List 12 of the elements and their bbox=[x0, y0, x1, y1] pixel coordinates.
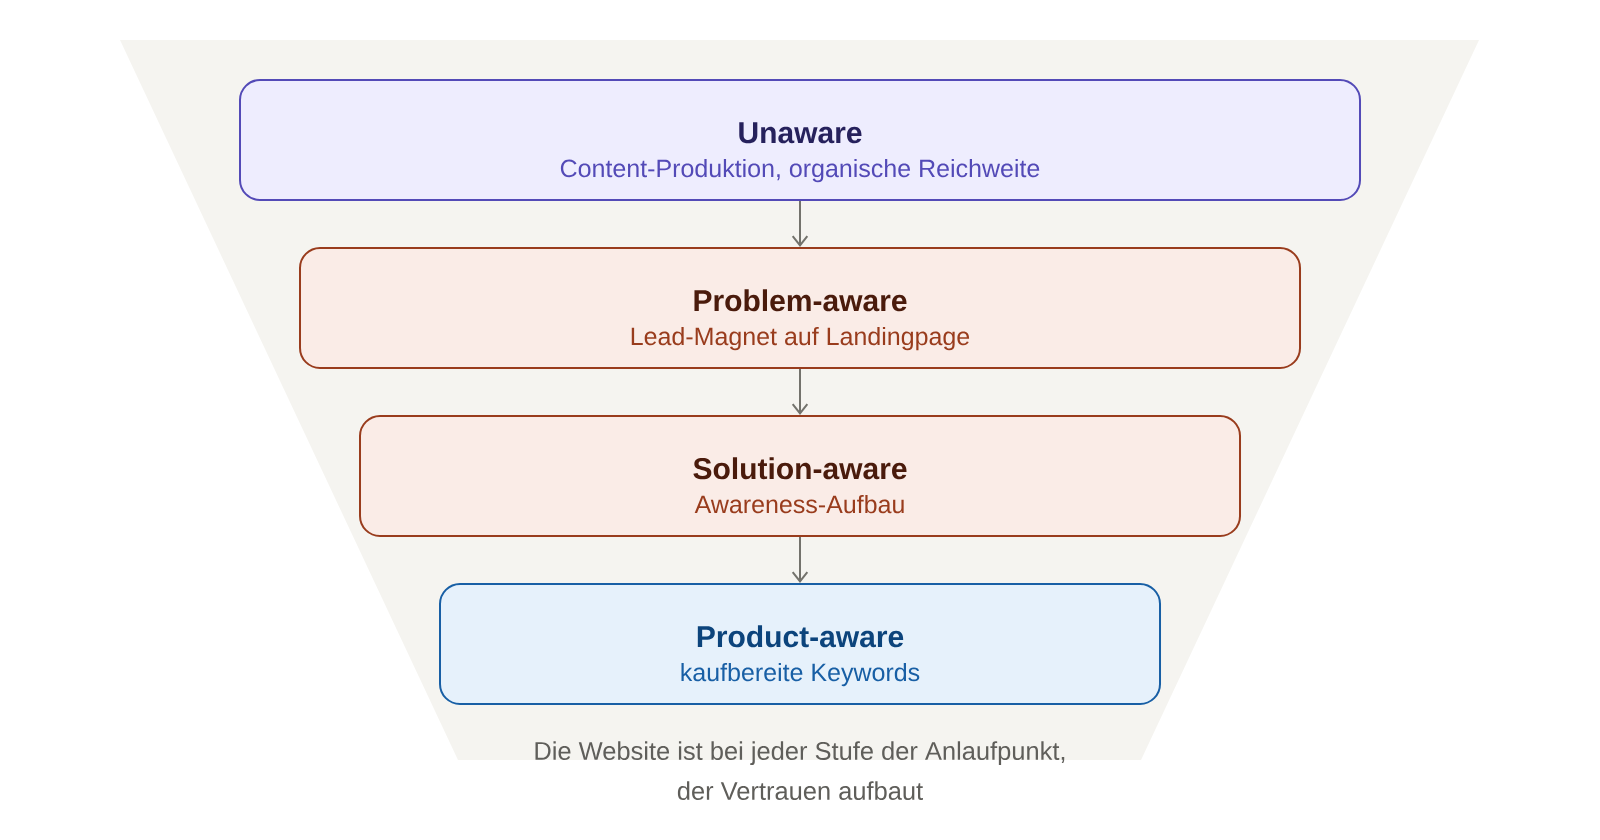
stage-description: Content-Produktion, organische Reichweite bbox=[560, 158, 1040, 183]
caption-text: Die Website ist bei jeder Stufe der Anlaufpunkt, der Vertrauen aufbaut bbox=[535, 741, 1065, 800]
stage-title: Problem-aware bbox=[694, 289, 907, 312]
arrow bbox=[791, 200, 809, 247]
arrow bbox=[791, 536, 809, 583]
stage-description: Awareness-Aufbau bbox=[694, 494, 904, 514]
stage-title: Unaware bbox=[739, 122, 862, 144]
stage-description: Lead-Magnet auf Landingpage bbox=[631, 326, 970, 351]
stage-title: Product-aware bbox=[697, 625, 904, 648]
stage-description: kaufbereite Keywords bbox=[681, 662, 920, 687]
arrow bbox=[791, 368, 809, 415]
stage-title: Solution-aware bbox=[693, 457, 907, 480]
